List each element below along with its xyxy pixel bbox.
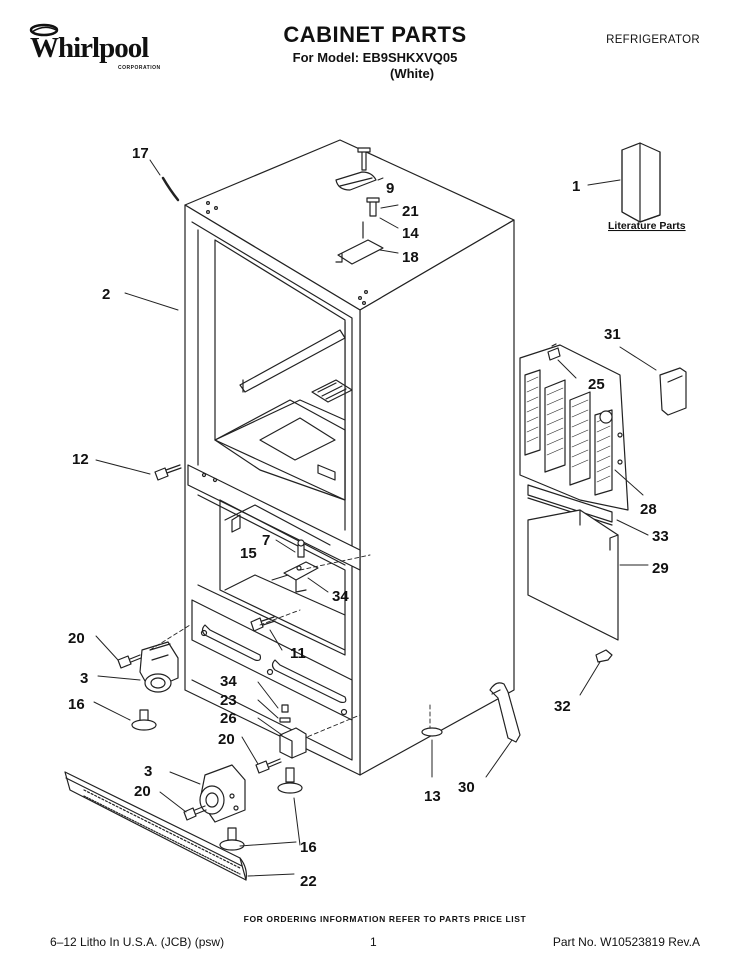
wrench-30-shape	[489, 682, 521, 743]
callout-17: 17	[132, 145, 149, 162]
callout-29: 29	[652, 560, 669, 577]
callout-20-bottom: 20	[134, 783, 151, 800]
machine-cover-shape	[519, 343, 629, 511]
callout-25: 25	[588, 376, 605, 393]
callout-34-upper: 34	[332, 588, 349, 605]
callout-16-left: 16	[68, 696, 85, 713]
callout-12: 12	[72, 451, 89, 468]
screw-12-shape	[154, 464, 182, 481]
callout-30: 30	[458, 779, 475, 796]
top-hinge-assembly	[335, 147, 384, 265]
callout-22: 22	[300, 873, 317, 890]
callout-18: 18	[402, 249, 419, 266]
callout-13: 13	[424, 788, 441, 805]
pad-13-shape	[421, 727, 443, 737]
logo-swoosh-icon	[29, 23, 59, 37]
product-type: REFRIGERATOR	[606, 34, 700, 46]
access-panel-shape	[527, 509, 619, 641]
brand-name: Whirlpool	[30, 32, 149, 64]
clip-31-shape	[659, 367, 687, 416]
callout-21: 21	[402, 203, 419, 220]
left-lower-hinge-lower	[183, 764, 246, 851]
whirlpool-logo: Whirlpool CORPORATION	[22, 20, 172, 75]
callout-11: 11	[290, 645, 306, 662]
callout-14: 14	[402, 225, 419, 242]
part-number: Part No. W10523819 Rev.A	[552, 935, 700, 949]
center-hinge-assembly	[283, 539, 319, 593]
callout-labels: 17 2 12 9 21 14 18 1 Literature Parts 31…	[68, 145, 686, 890]
callout-34-lower: 34	[220, 673, 237, 690]
literature-parts-label: Literature Parts	[608, 220, 686, 232]
toe-grille-shape	[64, 771, 247, 881]
ordering-note: FOR ORDERING INFORMATION REFER TO PARTS …	[243, 914, 527, 924]
callout-2: 2	[102, 286, 110, 303]
page-title: CABINET PARTS	[283, 22, 467, 47]
alignment-guides	[149, 554, 431, 743]
callout-9: 9	[386, 180, 394, 197]
page-number: 1	[370, 935, 377, 949]
callout-33: 33	[652, 528, 669, 545]
callout-3-bottom: 3	[144, 763, 152, 780]
callout-15: 15	[240, 545, 257, 562]
color-line: (White)	[390, 66, 435, 81]
callout-20-mid: 20	[218, 731, 235, 748]
callout-31: 31	[604, 326, 621, 343]
model-line: For Model: EB9SHKXVQ05	[292, 50, 458, 65]
screw-11-shape	[250, 616, 276, 632]
strip-33-shape	[527, 484, 613, 523]
callout-7: 7	[262, 532, 270, 549]
leader-arrows	[93, 159, 657, 877]
callout-3-top: 3	[80, 670, 88, 687]
clip-32-shape	[595, 649, 613, 663]
callout-20-top: 20	[68, 630, 85, 647]
callout-23: 23	[220, 692, 237, 709]
brand-subtitle: CORPORATION	[118, 65, 161, 71]
literature-book-shape	[621, 142, 661, 223]
callout-1: 1	[572, 178, 580, 195]
callout-26: 26	[220, 710, 237, 727]
callout-16-bottom: 16	[300, 839, 317, 856]
right-lower-hinge-parts	[255, 704, 307, 794]
left-lower-hinge-upper	[117, 641, 179, 731]
litho-line: 6–12 Litho In U.S.A. (JCB) (psw)	[50, 935, 225, 949]
wire-17-shape	[161, 176, 180, 202]
cabinet-body	[184, 139, 515, 776]
callout-32: 32	[554, 698, 571, 715]
callout-28: 28	[640, 501, 657, 518]
